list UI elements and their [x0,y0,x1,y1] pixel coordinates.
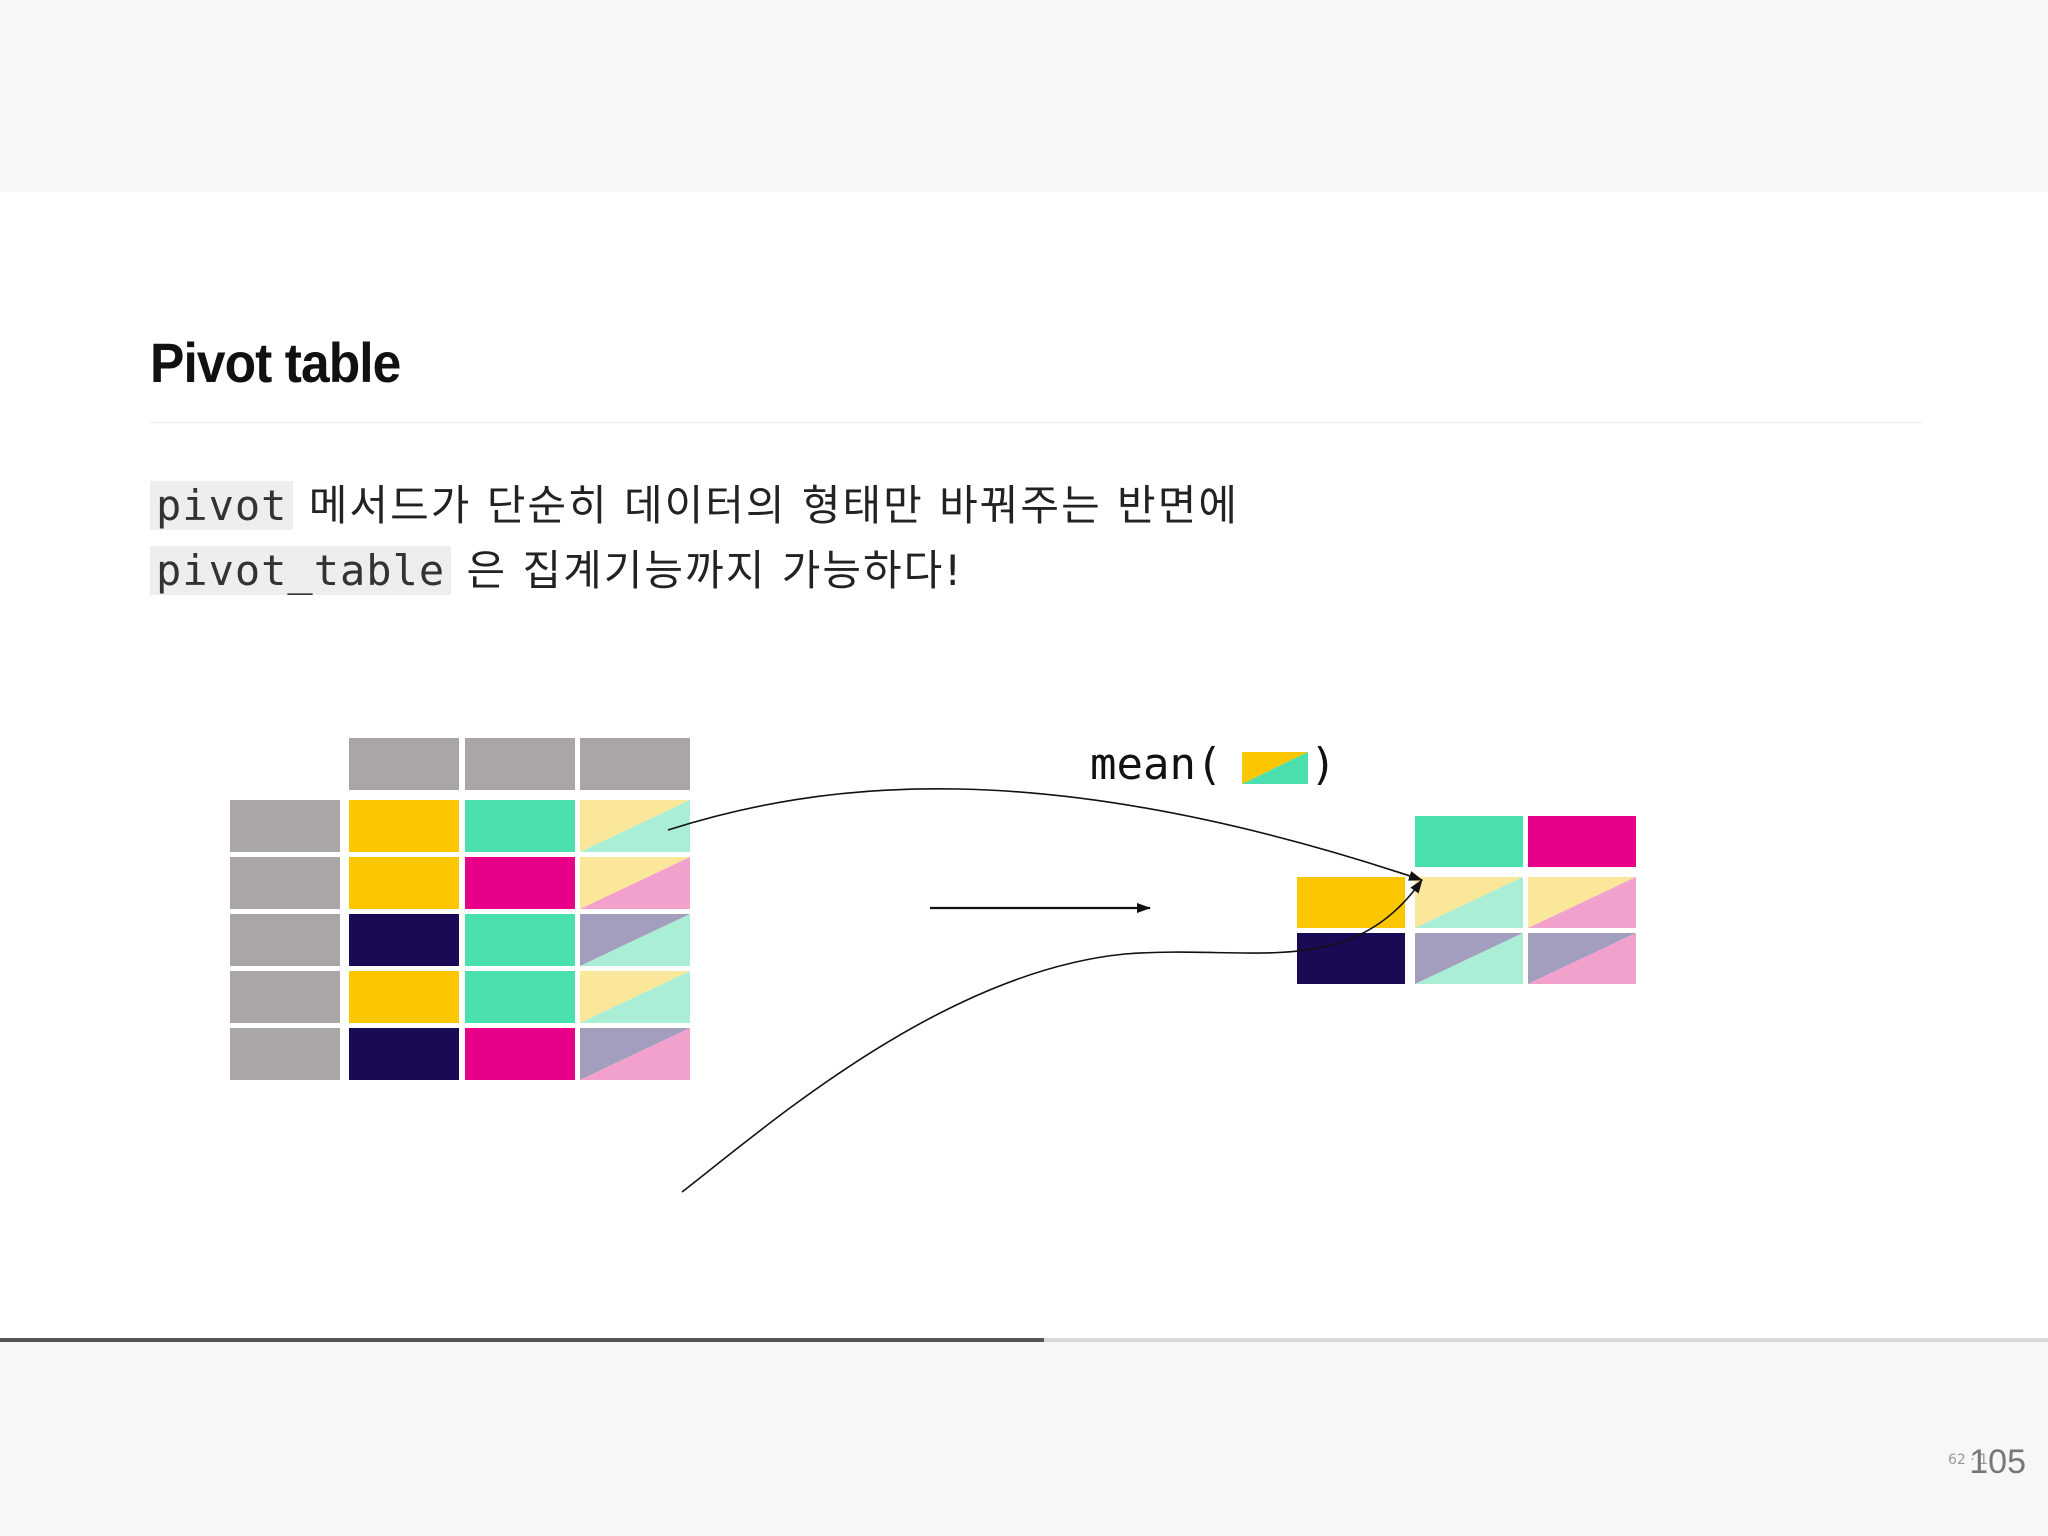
connector-curves [667,788,1423,1193]
source-value-cell [580,971,690,1023]
source-key-cell [349,857,459,909]
slide-number: 105 [1969,1443,2026,1481]
mean-swatch-fill-lower [1242,752,1308,784]
result-value-cell [1415,933,1523,984]
text-line-1-rest: 메서드가 단순히 데이터의 형태만 바꿔주는 반면에 [293,481,1239,530]
source-column-cell [465,971,575,1023]
result-table [1297,816,1636,984]
source-header-cell [580,738,690,790]
source-value-cell-lower [580,800,690,852]
title-divider [150,422,1922,423]
text-line-2-rest: 은 집계기능까지 가능하다! [451,546,964,595]
source-value-cell [580,857,690,909]
mean-label: mean( [1090,739,1222,790]
source-value-cell-lower [580,971,690,1023]
source-key-cell [349,800,459,852]
source-index-cell [230,1028,340,1080]
result-value-cell-lower [1415,877,1523,928]
source-value-cell [580,914,690,966]
code-pivot: pivot [150,481,294,530]
result-value-cell-lower [1528,877,1636,928]
result-header-cell [1528,816,1636,867]
slide: Pivot table pivot 메서드가 단순히 데이터의 형태만 바꿔주는… [0,192,2048,1468]
source-key-cell [349,914,459,966]
source-value-cell-lower [580,914,690,966]
source-index-cell [230,800,340,852]
source-column-cell [465,800,575,852]
source-header-cell [349,738,459,790]
result-key-cell [1297,933,1405,984]
result-value-cell-lower [1528,933,1636,984]
source-value-cell [580,1028,690,1080]
connector-curve-lower [681,879,1423,1193]
connector-curve-upper [667,788,1423,881]
progress-bar-fill [0,1338,1045,1342]
source-value-cell-lower [580,1028,690,1080]
source-key-cell [349,971,459,1023]
slide-title: Pivot table [150,331,401,394]
source-value-cell [580,800,690,852]
code-pivot-table: pivot_table [150,546,452,595]
text-line-1: pivot 메서드가 단순히 데이터의 형태만 바꿔주는 반면에 [150,472,1239,533]
source-header-cell [465,738,575,790]
source-column-cell [465,914,575,966]
source-table [230,738,690,1080]
text-line-2: pivot_table 은 집계기능까지 가능하다! [150,537,963,598]
source-index-cell [230,914,340,966]
result-value-cell [1528,877,1636,928]
source-column-cell [465,1028,575,1080]
mean-swatch-fill [1242,752,1308,784]
source-key-cell [349,1028,459,1080]
mean-label-close: ) [1310,739,1337,790]
result-value-cell-lower [1415,933,1523,984]
mean-value-swatch [1242,752,1308,784]
source-column-cell [465,857,575,909]
result-key-cell [1297,877,1405,928]
progress-bar [0,1338,2048,1342]
pivot-diagram: mean( ) [230,738,1636,1193]
result-header-cell [1415,816,1523,867]
page-marker: 62 · 1 [1948,1452,1989,1468]
result-value-cell [1528,933,1636,984]
source-value-cell-lower [580,857,690,909]
source-index-cell [230,971,340,1023]
result-value-cell [1415,877,1523,928]
source-index-cell [230,857,340,909]
